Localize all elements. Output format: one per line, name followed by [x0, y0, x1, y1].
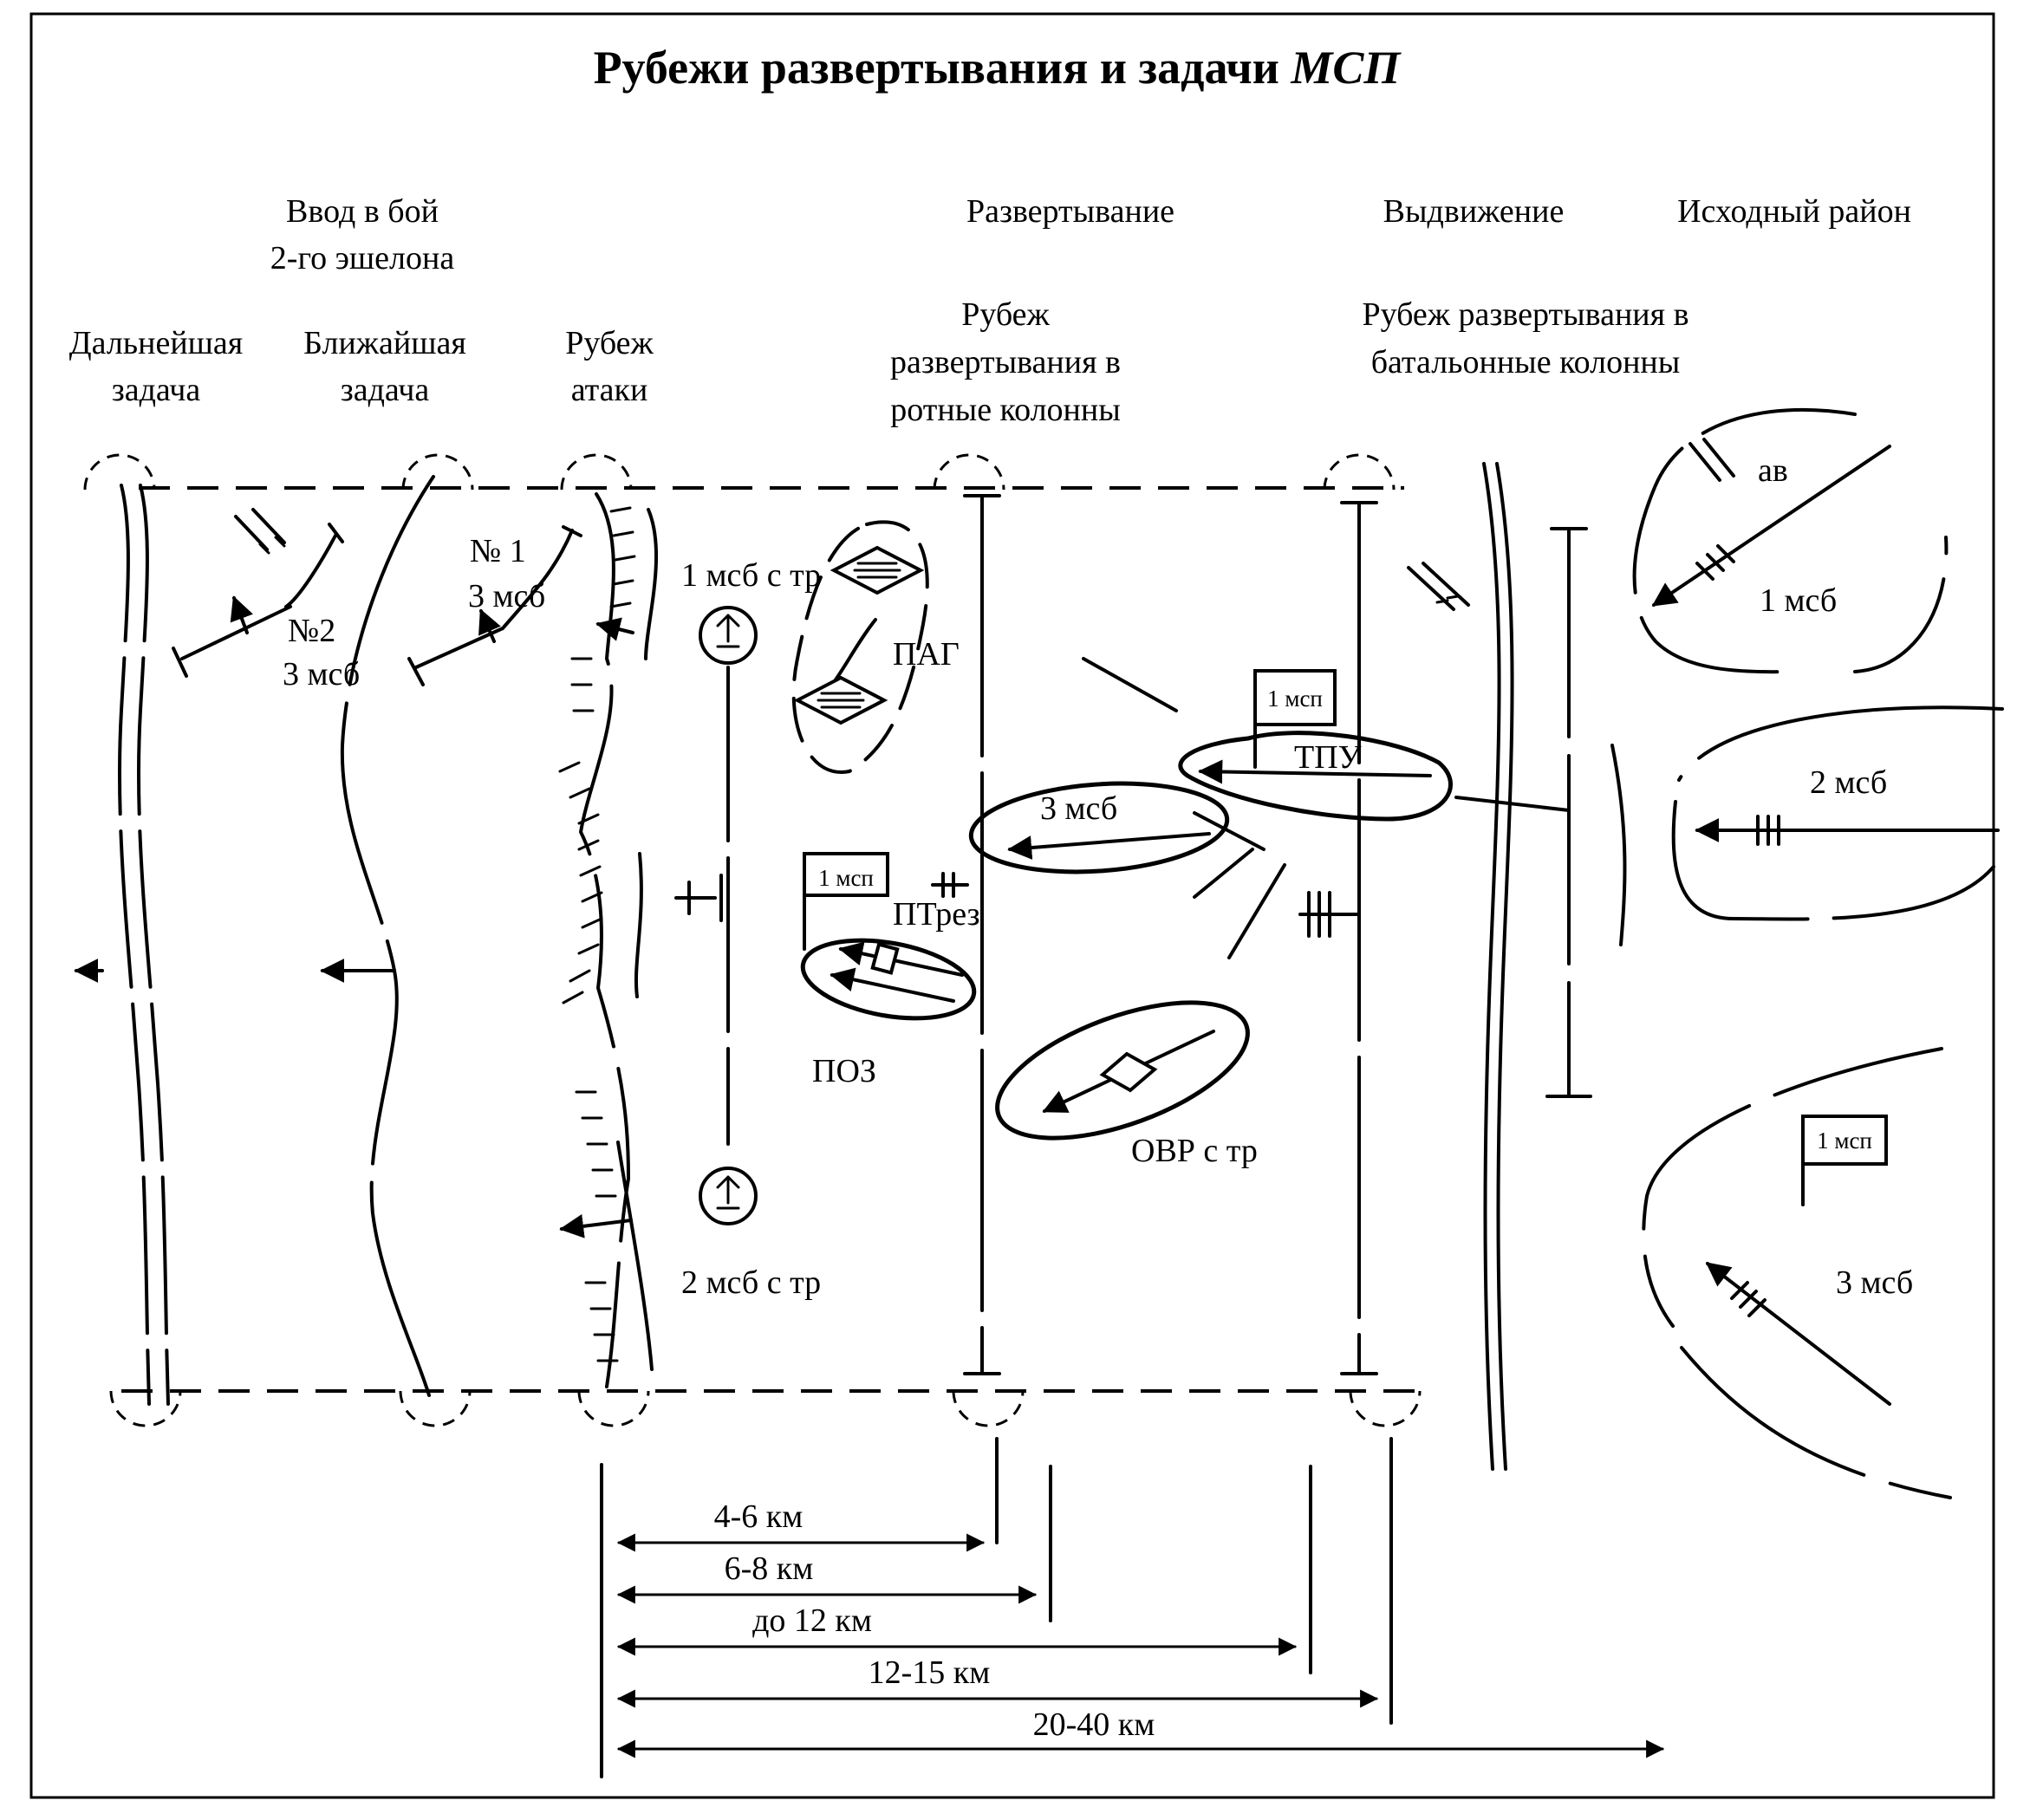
- label-3msb-a: 3 мсб: [283, 656, 360, 692]
- boundary-markers: [83, 453, 1422, 1427]
- ovr-group: [995, 1000, 1250, 1141]
- label-tpu: ТПУ: [1294, 739, 1362, 776]
- battalion-column-axis: [1545, 527, 1627, 1098]
- label-2msb: 2 мсб: [1810, 764, 1887, 801]
- label-3msb-d: 3 мсб: [1836, 1264, 1913, 1301]
- attack-line: [558, 492, 659, 1388]
- label-battalion-deploy-2: батальонные колонны: [1371, 344, 1681, 380]
- label-n2: №2: [288, 613, 335, 649]
- battalion-deploy-line: [1298, 501, 1378, 1375]
- label-1msb: 1 мсб: [1760, 582, 1837, 619]
- initial-area-1msb: [1632, 407, 1949, 674]
- label-ptrez: ПТрез: [893, 896, 980, 933]
- distance-label-1: 4-6 км: [714, 1498, 804, 1535]
- initial-area-3msb: [1642, 1047, 1952, 1499]
- label-battalion-deploy-1: Рубеж развертывания в: [1362, 296, 1688, 333]
- phase-deployment: Развертывание: [966, 193, 1174, 230]
- label-attack-line-2: атаки: [571, 372, 648, 408]
- label-1msb-tr: 1 мсб с тр: [681, 557, 821, 594]
- label-3msb-b: 3 мсб: [468, 578, 545, 614]
- label-company-deploy-2: развертывания в: [890, 344, 1121, 380]
- msb3-column: [968, 781, 1230, 874]
- msb-tank-axis: [674, 606, 758, 1225]
- company-deploy-line: [963, 494, 1001, 1375]
- label-immediate-task-2: задача: [341, 372, 430, 408]
- label-further-task-2: задача: [112, 372, 201, 408]
- ptrez-reserve: [800, 852, 977, 1021]
- phase-second-echelon-2: 2-го эшелона: [270, 240, 455, 276]
- label-further-task-1: Дальнейшая: [69, 325, 244, 361]
- label-company-deploy-3: ротные колонны: [890, 392, 1121, 428]
- label-av: ав: [1758, 452, 1788, 489]
- distance-label-2: 6-8 км: [725, 1550, 814, 1587]
- label-1msp-a: 1 мсп: [818, 865, 874, 891]
- initial-area-2msb: [1671, 705, 2004, 921]
- phase-initial-area: Исходный район: [1677, 193, 1911, 230]
- further-task-line: [74, 484, 170, 1406]
- label-immediate-task-1: Ближайшая: [303, 325, 466, 361]
- label-1msp-b: 1 мсп: [1267, 686, 1323, 712]
- label-pag: ПАГ: [893, 636, 960, 673]
- frame-border: [29, 12, 1995, 1799]
- phase-second-echelon-1: Ввод в бой: [286, 193, 439, 230]
- advance-line: [1407, 462, 1514, 1471]
- label-2msb-tr: 2 мсб с тр: [681, 1264, 821, 1301]
- label-company-deploy-1: Рубеж: [961, 296, 1050, 333]
- phase-advance: Выдвижение: [1383, 193, 1565, 230]
- second-echelon-arrows: [172, 508, 582, 686]
- tpu-command-post: [1082, 657, 1571, 959]
- distance-label-4: 12-15 км: [869, 1654, 991, 1691]
- distance-label-3: до 12 км: [752, 1602, 872, 1639]
- distance-label-5: 20-40 км: [1033, 1706, 1155, 1743]
- label-n1: № 1: [470, 533, 526, 569]
- immediate-task-line: [320, 475, 435, 1397]
- pag-artillery-group: [791, 520, 929, 774]
- label-ovr: ОВР с тр: [1131, 1133, 1258, 1169]
- label-poz: ПОЗ: [812, 1053, 876, 1089]
- distance-scale: [600, 1437, 1665, 1778]
- label-3msb-c: 3 мсб: [1040, 790, 1117, 827]
- label-1msp-c: 1 мсп: [1817, 1128, 1872, 1154]
- diagram-title: Рубежи развертывания и задачи МСП: [594, 42, 1402, 94]
- label-attack-line-1: Рубеж: [565, 325, 654, 361]
